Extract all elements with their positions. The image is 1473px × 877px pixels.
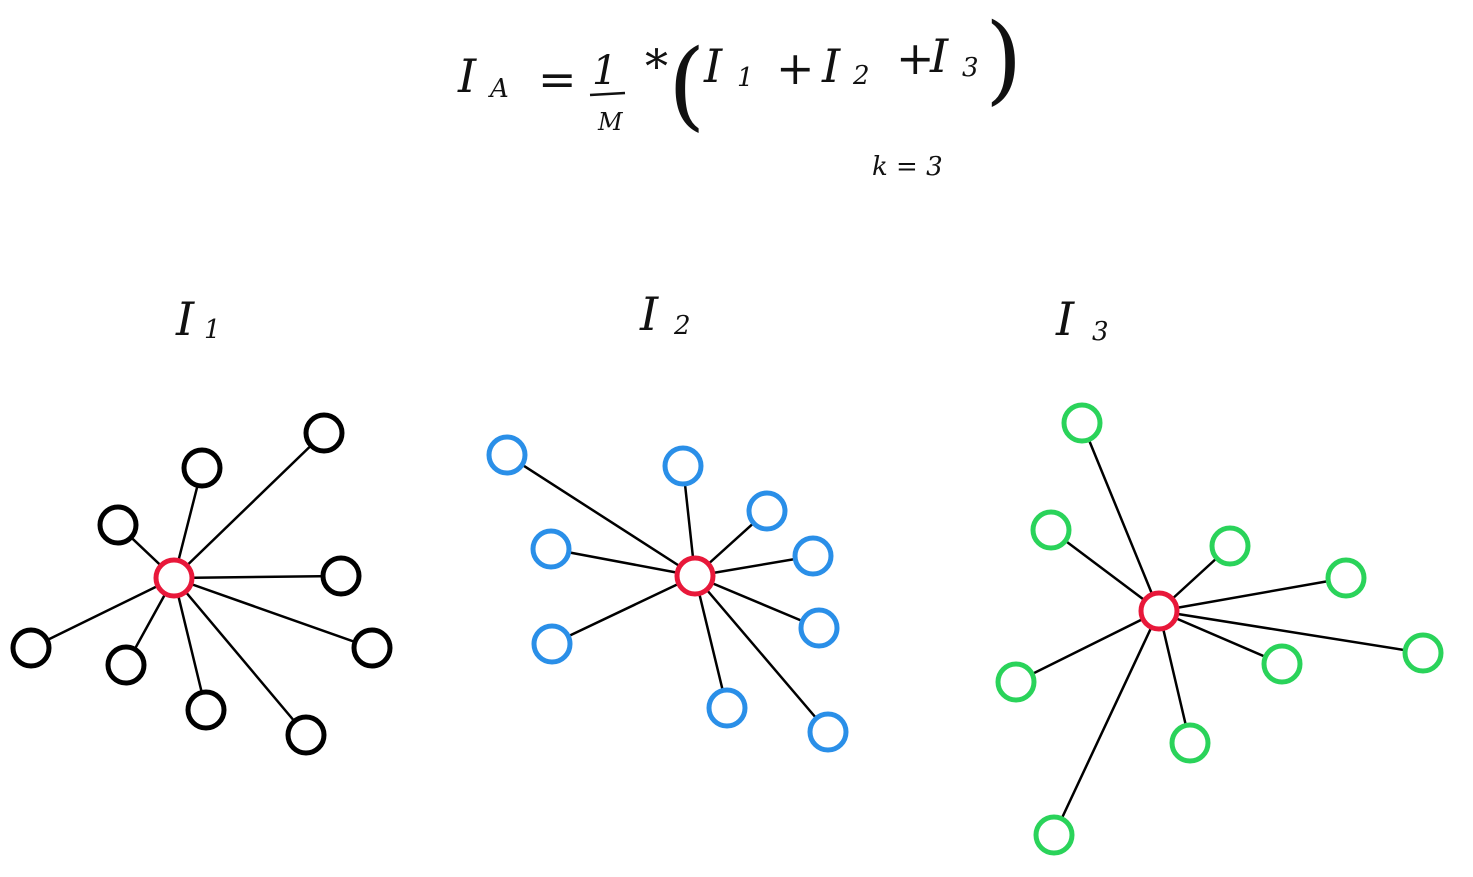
graph-1-edge (172, 576, 374, 650)
graph-1-leaf-node (320, 555, 362, 597)
graph-2-leaf-node (798, 607, 840, 649)
graph-2-label: I 2 (639, 287, 691, 341)
formula-term2-sub: 2 (852, 61, 870, 91)
graph-2-leaf-node (531, 623, 573, 665)
graph-3-edge (1014, 609, 1161, 684)
graph-2-label-main: I (639, 287, 659, 341)
graph-3-leaf-node (1061, 402, 1103, 444)
graph-3-label-sub: 3 (1092, 317, 1109, 347)
graph-2-edge (550, 574, 697, 646)
graph-3-edge (1049, 528, 1161, 613)
graph-2-leaf-node (807, 711, 849, 753)
graph-1 (10, 412, 393, 756)
graph-1-label: I 1 (175, 292, 221, 346)
graph-2-edge (693, 574, 830, 734)
graph-3-leaf-node (1325, 557, 1367, 599)
graph-3-edge (1157, 576, 1348, 613)
graph-3-leaf-node (1402, 632, 1444, 674)
graph-3-edge (1080, 421, 1161, 613)
graph-3-edge (1157, 609, 1425, 655)
graph-1-leaf-node (105, 644, 147, 686)
graph-1-leaf-node (97, 504, 139, 546)
graph-1-leaf-node (285, 714, 327, 756)
graph-3-leaf-node (995, 661, 1037, 703)
graph-2-leaf-node (706, 687, 748, 729)
formula-open-paren: ( (668, 29, 705, 141)
formula-frac-den: M (597, 108, 624, 136)
graph-2-label-sub: 2 (673, 311, 691, 341)
graph-2-leaf-node (662, 445, 704, 487)
graph-2-edge (693, 574, 729, 710)
graph-1-leaf-node (181, 447, 223, 489)
formula-plus2: + (896, 31, 935, 85)
graph-2-edge (505, 453, 697, 578)
graph-3-label: I 3 (1055, 292, 1109, 347)
graph-1-center-node (153, 557, 195, 599)
graph-1-leaf-node (303, 412, 345, 454)
graph-2-leaf-node (746, 490, 788, 532)
graph-1-edge (172, 576, 208, 712)
formula-plus1: + (776, 41, 815, 95)
graph-3-leaf-node (1030, 509, 1072, 551)
formula-term3: I (929, 29, 949, 83)
formula-equals: = (538, 52, 577, 106)
graph-3 (995, 402, 1444, 856)
graph-3-leaf-node (1209, 525, 1251, 567)
graph-3-leaf-node (1169, 722, 1211, 764)
formula-term1: I (703, 39, 723, 93)
graph-3-edge (1052, 609, 1161, 837)
graph-1-edge (172, 576, 308, 737)
formula-term1-sub: 1 (737, 63, 754, 93)
graph-3-leaf-node (1261, 643, 1303, 685)
k-note: k = 3 (872, 152, 943, 182)
graph-1-leaf-node (185, 689, 227, 731)
formula-term2: I (821, 39, 841, 93)
graph-1-edge (29, 576, 176, 650)
fraction-bar (589, 91, 626, 97)
graph-1-label-sub: 1 (204, 315, 221, 345)
formula-lhs: I (457, 49, 477, 103)
graph-2-center-node (674, 555, 716, 597)
formula: I A = 1 M * ( I 1 + I 2 + I 3 ) (457, 3, 1022, 141)
graph-2-leaf-node (530, 528, 572, 570)
graph-1-leaf-node (351, 627, 393, 669)
graph-2 (486, 434, 849, 753)
graph-1-edge (172, 574, 343, 580)
graph-1-label-main: I (175, 292, 195, 346)
graph-3-label-main: I (1055, 292, 1075, 346)
graph-3-edge (1157, 609, 1284, 666)
graph-1-leaf-node (10, 627, 52, 669)
graph-2-leaf-node (792, 535, 834, 577)
graph-3-center-node (1138, 590, 1180, 632)
graph-3-edge (1157, 609, 1192, 745)
graph-2-leaf-node (486, 434, 528, 476)
graph-3-leaf-node (1033, 814, 1075, 856)
formula-close-paren: ) (985, 3, 1022, 115)
formula-lhs-sub: A (488, 74, 509, 104)
formula-frac-num: 1 (592, 48, 617, 94)
graph-1-edge (172, 431, 326, 580)
formula-times: * (645, 39, 668, 93)
formula-term3-sub: 3 (962, 53, 979, 83)
graph-2-edge (549, 547, 697, 578)
graph-2-edge (693, 574, 821, 630)
